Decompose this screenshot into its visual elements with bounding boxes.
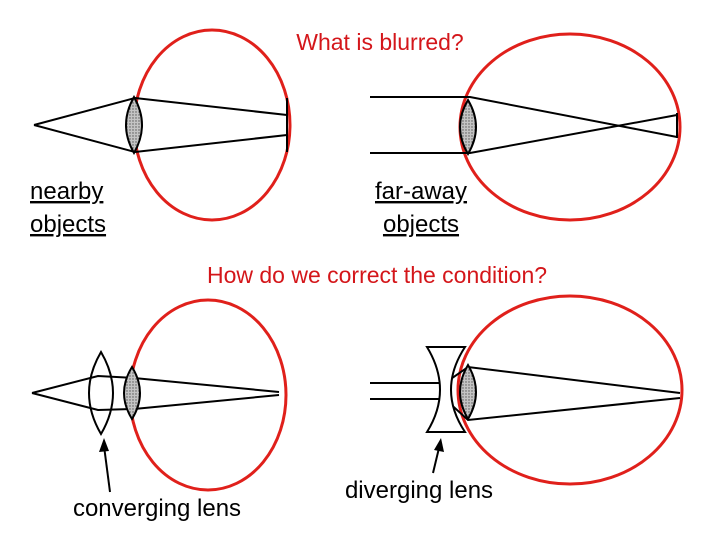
eyeball: [458, 32, 682, 222]
diagram-title: What is blurred?: [296, 29, 463, 55]
eye-lens: [125, 94, 143, 156]
label-faraway-line2: objects: [383, 211, 459, 238]
label-faraway-line1: far-away: [375, 178, 467, 205]
eye-lens: [123, 365, 141, 421]
eye-lens: [459, 98, 477, 156]
diverging-lens: [425, 346, 467, 433]
eye-with-converging-lens: [31, 298, 288, 493]
pointer-arrow: [103, 445, 111, 493]
light-ray: [33, 124, 288, 154]
label-diverging-lens: diverging lens: [345, 477, 493, 504]
eyeball: [456, 294, 684, 486]
eye-far-away-objects: [370, 32, 682, 222]
arrow-head-icon: [99, 438, 109, 452]
label-nearby-line1: nearby: [30, 178, 103, 205]
label-nearby-line2: objects: [30, 211, 106, 238]
label-converging-lens: converging lens: [73, 495, 241, 522]
light-ray: [31, 392, 280, 412]
eye-nearby-objects: [33, 28, 292, 222]
converging-lens: [88, 350, 114, 436]
eye-lens: [459, 363, 477, 421]
eye-with-diverging-lens: [370, 294, 684, 486]
eyeball: [132, 28, 292, 222]
light-ray: [31, 374, 280, 394]
pointer-arrow: [432, 447, 440, 474]
light-ray: [370, 365, 681, 394]
light-ray: [33, 96, 288, 126]
arrow-head-icon: [434, 438, 444, 452]
eyeball: [128, 298, 288, 492]
light-ray: [370, 397, 681, 422]
light-ray: [370, 96, 678, 138]
correction-question: How do we correct the condition?: [207, 262, 547, 288]
light-ray: [370, 114, 678, 154]
